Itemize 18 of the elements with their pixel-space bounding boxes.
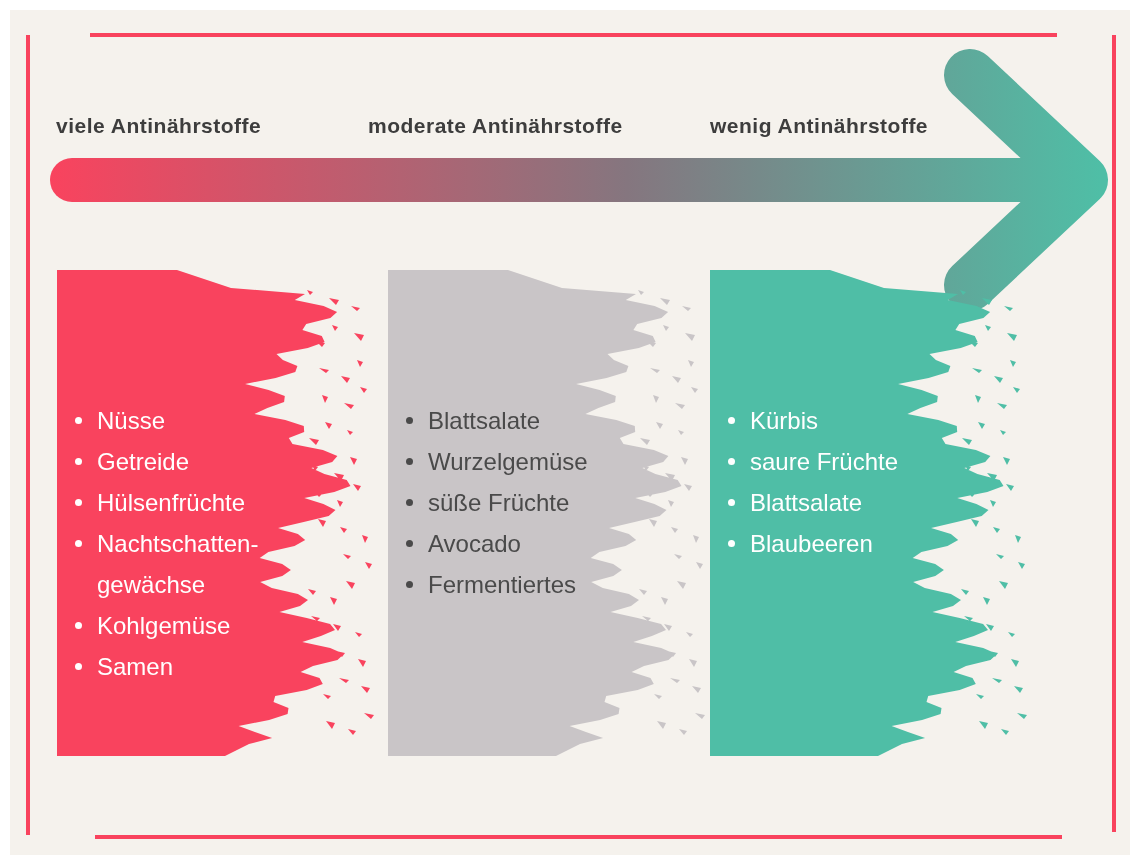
list-item: Fermentiertes bbox=[400, 564, 655, 605]
list-item: Avocado bbox=[400, 523, 655, 564]
list-item: Blattsalate bbox=[400, 400, 655, 441]
list-item: Wurzelgemüse bbox=[400, 441, 655, 482]
list-item: Samen bbox=[69, 646, 324, 687]
list-item: Nachtschatten-gewächse bbox=[69, 523, 324, 605]
list-item: saure Früchte bbox=[722, 441, 977, 482]
list-item: Kürbis bbox=[722, 400, 977, 441]
list-item: Getreide bbox=[69, 441, 324, 482]
list-item: Hülsenfrüchte bbox=[69, 482, 324, 523]
list-item: süße Früchte bbox=[400, 482, 655, 523]
list-item: Blattsalate bbox=[722, 482, 977, 523]
column-heading: viele Antinährstoffe bbox=[56, 114, 262, 138]
column-heading: moderate Antinährstoffe bbox=[368, 114, 623, 138]
list-item: Blaubeeren bbox=[722, 523, 977, 564]
list-item: Kohlgemüse bbox=[69, 605, 324, 646]
list-item: Nüsse bbox=[69, 400, 324, 441]
column-heading: wenig Antinährstoffe bbox=[710, 114, 929, 138]
